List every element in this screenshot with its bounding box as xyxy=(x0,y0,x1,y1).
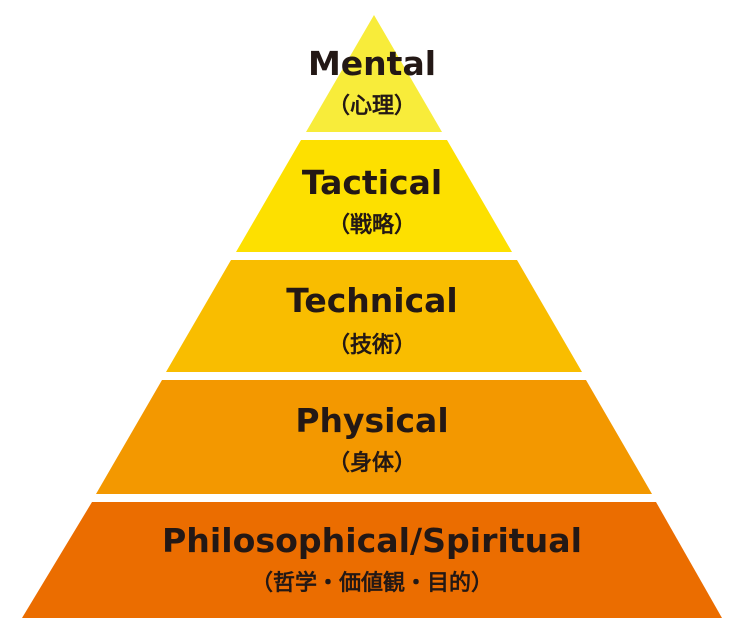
layer-mental xyxy=(306,15,442,132)
layer-sub-technical: （技術） xyxy=(328,332,416,358)
layer-label-philosophical: Philosophical/Spiritual xyxy=(162,521,582,560)
layer-label-mental: Mental xyxy=(308,44,436,83)
layer-label-technical: Technical xyxy=(286,281,458,320)
layer-label-physical: Physical xyxy=(295,401,448,440)
layer-philosophical xyxy=(22,502,722,618)
layer-sub-physical: （身体） xyxy=(328,450,416,476)
layer-physical xyxy=(96,380,652,494)
layer-sub-tactical: （戦略） xyxy=(328,212,416,238)
layer-tactical xyxy=(236,140,512,252)
layer-label-tactical: Tactical xyxy=(302,163,442,202)
layer-sub-mental: （心理） xyxy=(328,94,416,119)
layer-sub-philosophical: （哲学・価値観・目的） xyxy=(251,570,493,596)
layer-technical xyxy=(166,260,582,372)
